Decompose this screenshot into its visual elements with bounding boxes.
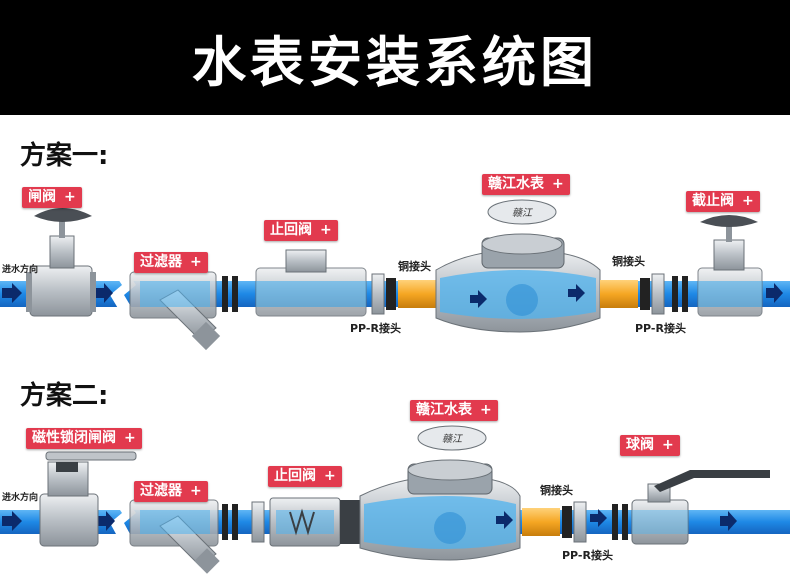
- scheme1-inlet-label: 进水方向: [2, 265, 39, 275]
- scheme1-tag-check-valve[interactable]: 止回阀 +: [264, 220, 338, 241]
- tag-label: 赣江水表: [488, 176, 544, 192]
- scheme1-title: 方案一:: [20, 141, 109, 171]
- scheme1-label-copper-right: 铜接头: [612, 255, 645, 268]
- scheme2-tag-meter[interactable]: 赣江水表 +: [410, 400, 498, 421]
- tag-label: 闸阀: [28, 189, 56, 205]
- scheme2-check-valve: [269, 497, 360, 547]
- tag-label: 过滤器: [140, 254, 182, 270]
- scheme1-gate-valve: [26, 208, 96, 317]
- tag-label: 止回阀: [270, 222, 312, 238]
- scheme2-tag-magnetic-valve[interactable]: 磁性锁闭闸阀 +: [26, 428, 142, 449]
- plus-icon: +: [320, 222, 332, 238]
- scheme1-filter: [129, 271, 221, 351]
- scheme2-tag-ball-valve[interactable]: 球阀 +: [620, 435, 680, 456]
- lever-handle-icon: [45, 451, 137, 461]
- tag-label: 赣江水表: [416, 402, 472, 418]
- scheme1-tag-gate-valve[interactable]: 闸阀 +: [22, 187, 82, 208]
- flow-arrow-icon: [568, 284, 585, 302]
- scheme1-water-meter: 赣江: [435, 199, 601, 333]
- flow-arrow-icon: [590, 509, 607, 527]
- plus-icon: +: [742, 193, 754, 209]
- flow-arrow-icon: [496, 511, 513, 529]
- scheme2-diagram: 赣江: [0, 425, 790, 574]
- copper-fitting: [522, 508, 560, 536]
- meter-cover-icon: [417, 425, 487, 451]
- flow-arrow-icon: [98, 511, 115, 531]
- scheme1-tag-meter[interactable]: 赣江水表 +: [482, 174, 570, 195]
- copper-fitting: [398, 280, 436, 308]
- tag-label: 止回阀: [274, 468, 316, 484]
- scheme1-label-ppr-right: PP-R接头: [635, 322, 686, 335]
- plus-icon: +: [190, 483, 202, 499]
- scheme2-water-meter: 赣江: [359, 425, 521, 561]
- plus-icon: +: [64, 189, 76, 205]
- scheme1-diagram: 赣江: [0, 199, 790, 351]
- scheme1-label-copper-left: 铜接头: [398, 260, 431, 273]
- scheme1-label-ppr-left: PP-R接头: [350, 322, 401, 335]
- flow-arrow-icon: [720, 511, 737, 531]
- flow-arrow-icon: [470, 290, 487, 308]
- scheme2-tag-filter[interactable]: 过滤器 +: [134, 481, 208, 502]
- tag-label: 过滤器: [140, 483, 182, 499]
- brand-mark: 赣江: [442, 433, 463, 445]
- scheme2-ball-valve: [631, 470, 770, 545]
- scheme1-tag-stop-valve[interactable]: 截止阀 +: [686, 191, 760, 212]
- meter-cover-icon: [487, 199, 557, 225]
- brand-mark: 赣江: [512, 207, 533, 219]
- scheme1-check-valve: [255, 249, 367, 317]
- scheme2-label-copper: 铜接头: [540, 484, 573, 497]
- copper-fitting: [600, 280, 638, 308]
- handwheel-icon: [700, 215, 758, 227]
- scheme2-filter: [129, 499, 220, 574]
- scheme2-inlet-label: 进水方向: [2, 493, 39, 503]
- plus-icon: +: [662, 437, 674, 453]
- plus-icon: +: [324, 468, 336, 484]
- flow-arrow-icon: [766, 283, 783, 303]
- plus-icon: +: [190, 254, 202, 270]
- tag-label: 球阀: [626, 437, 654, 453]
- page-title: 水表安装系统图: [0, 0, 790, 115]
- plus-icon: +: [480, 402, 492, 418]
- scheme1-tag-filter[interactable]: 过滤器 +: [134, 252, 208, 273]
- handwheel-icon: [34, 208, 92, 222]
- scheme2-label-ppr: PP-R接头: [562, 549, 613, 562]
- flow-arrow-icon: [96, 283, 113, 303]
- flow-arrow-icon: [2, 511, 22, 531]
- lever-handle-icon: [654, 470, 770, 492]
- flow-arrow-icon: [2, 283, 22, 303]
- tag-label: 磁性锁闭闸阀: [32, 430, 116, 446]
- tag-label: 截止阀: [692, 193, 734, 209]
- plus-icon: +: [552, 176, 564, 192]
- plus-icon: +: [124, 430, 136, 446]
- scheme2-tag-check-valve[interactable]: 止回阀 +: [268, 466, 342, 487]
- scheme2-magnetic-gate-valve: [39, 451, 137, 547]
- scheme2-title: 方案二:: [20, 381, 109, 411]
- scheme1-stop-valve: [697, 215, 763, 317]
